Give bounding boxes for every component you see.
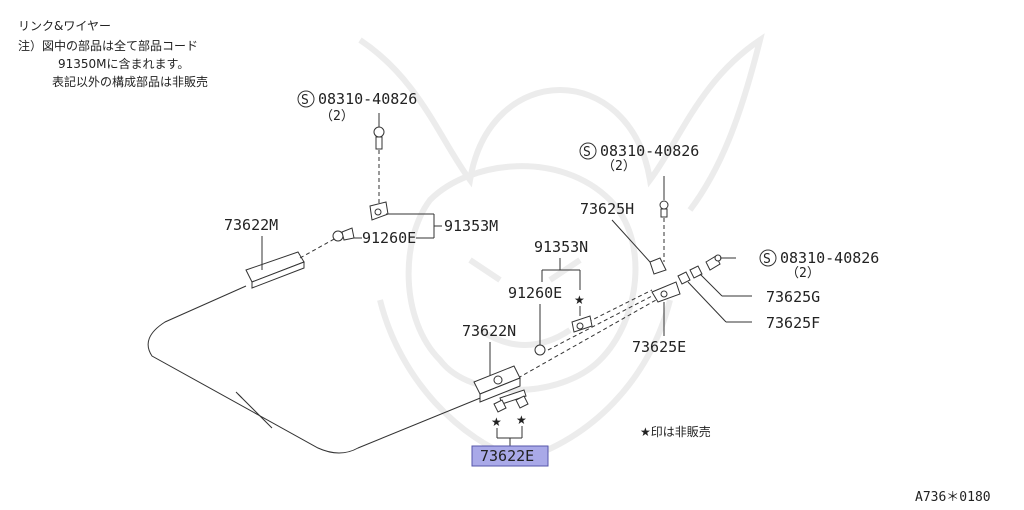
part-91260E-ball-mid[interactable] bbox=[534, 344, 546, 356]
label-bolt-mid-qty: （2） bbox=[602, 159, 636, 174]
label-bolt-top-qty: （2） bbox=[320, 109, 354, 124]
bolt-right[interactable] bbox=[705, 254, 722, 271]
label-73625G[interactable]: 73625G bbox=[766, 288, 820, 306]
note-line-1: リンク&ワイヤー bbox=[18, 19, 111, 33]
legend-not-sold: ★印は非販売 bbox=[640, 424, 711, 439]
label-73622M[interactable]: 73622M bbox=[224, 216, 278, 234]
label-bolt-mid[interactable]: 08310-40826 bbox=[600, 142, 699, 160]
label-91353N[interactable]: 91353N bbox=[534, 238, 588, 256]
part-73625E-bracket[interactable] bbox=[651, 281, 681, 303]
sunroof-panel-outline bbox=[147, 285, 496, 454]
diagram-code: A736＊0180 bbox=[915, 490, 991, 505]
part-91260E-ball-left[interactable] bbox=[332, 227, 355, 242]
s-mark-icon bbox=[579, 142, 597, 160]
s-mark-icon bbox=[297, 90, 315, 108]
panel-edge-line bbox=[237, 393, 273, 429]
label-91260E-left[interactable]: 91260E bbox=[362, 229, 416, 247]
note-line-4: 表記以外の構成部品は非販売 bbox=[52, 74, 208, 89]
label-73622N[interactable]: 73622N bbox=[462, 322, 516, 340]
part-73625F[interactable] bbox=[677, 271, 691, 285]
star-mark: ★ bbox=[574, 293, 585, 307]
bolt-mid[interactable] bbox=[659, 200, 669, 218]
label-73622E[interactable]: 73622E bbox=[480, 447, 534, 465]
s-mark-text: S bbox=[763, 252, 771, 267]
bolt-top[interactable] bbox=[373, 126, 385, 150]
label-bolt-right-qty: （2） bbox=[786, 266, 820, 281]
s-mark-text: S bbox=[583, 145, 591, 160]
star-mark: ★ bbox=[491, 415, 502, 429]
note-line-3: 91350Mに含まれます。 bbox=[58, 56, 189, 71]
part-73625G[interactable] bbox=[689, 265, 703, 279]
part-73622M-bracket[interactable] bbox=[245, 251, 305, 289]
label-73625F[interactable]: 73625F bbox=[766, 314, 820, 332]
label-91353M[interactable]: 91353M bbox=[444, 217, 498, 235]
note-line-2: 注）図中の部品は全て部品コード bbox=[18, 38, 198, 53]
label-91260E-mid[interactable]: 91260E bbox=[508, 284, 562, 302]
part-73625H-bracket[interactable] bbox=[649, 257, 667, 275]
s-mark-text: S bbox=[301, 93, 309, 108]
part-91353N-clip[interactable] bbox=[571, 315, 593, 333]
s-mark-icon bbox=[759, 249, 777, 267]
label-73625H[interactable]: 73625H bbox=[580, 200, 634, 218]
part-91353M-clip[interactable] bbox=[369, 201, 389, 221]
part-73622N-bracket[interactable] bbox=[473, 365, 527, 405]
label-bolt-right[interactable]: 08310-40826 bbox=[780, 249, 879, 267]
star-mark: ★ bbox=[516, 413, 527, 427]
highlight-73622E[interactable] bbox=[471, 445, 549, 467]
label-73625E[interactable]: 73625E bbox=[632, 338, 686, 356]
part-pin-right[interactable] bbox=[515, 395, 529, 409]
label-bolt-top[interactable]: 08310-40826 bbox=[318, 90, 417, 108]
part-pin-left[interactable] bbox=[493, 399, 507, 413]
